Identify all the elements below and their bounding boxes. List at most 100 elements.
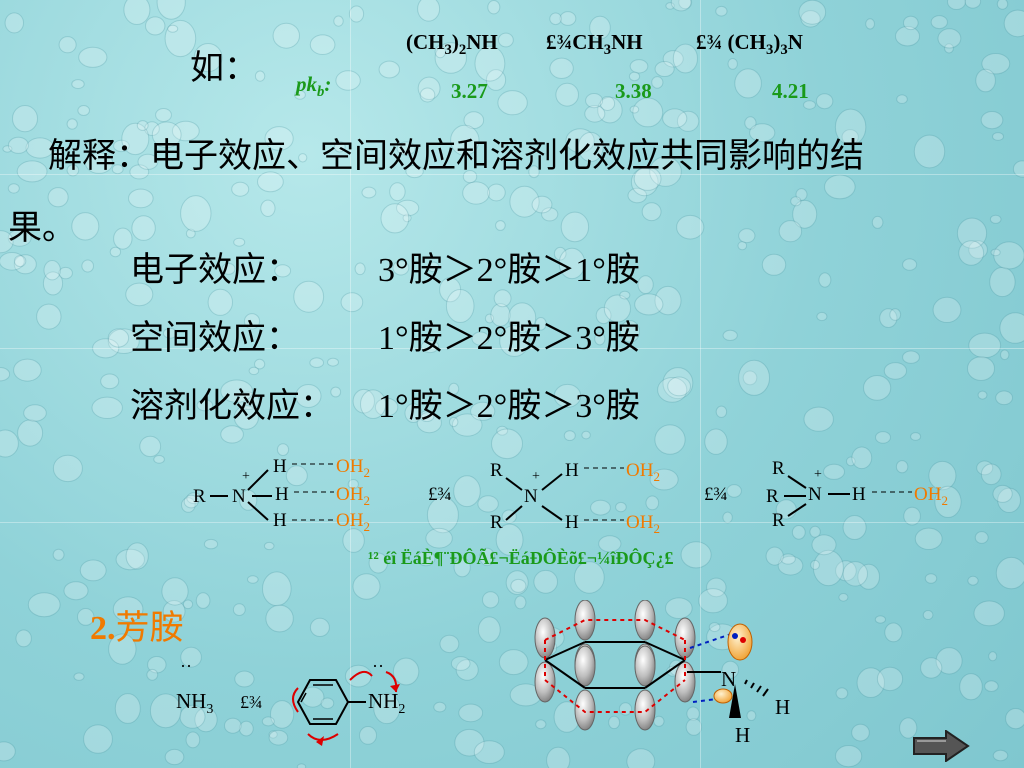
water-drop [453,557,471,578]
pkb-value: 4.21 [772,79,809,103]
water-drop [232,603,246,616]
svg-text:N: N [232,486,246,507]
water-drop [164,748,185,766]
water-drop [7,229,32,247]
water-drop [715,405,728,418]
water-drop [598,535,622,553]
water-drop [800,10,821,28]
water-drop [144,121,160,137]
water-drop [296,763,307,768]
water-drop [268,729,289,746]
water-drop [13,254,37,275]
water-drop [12,105,38,133]
section-heading: 2.芳胺 [90,608,184,648]
water-drop [992,749,1009,762]
orbital-h-label: H [735,723,750,747]
water-drop [52,548,65,561]
water-drop [298,153,308,163]
water-drop [392,657,420,686]
water-drop [667,376,691,397]
water-drop [851,446,873,470]
water-drop [672,43,699,74]
svg-text:R: R [772,510,785,531]
water-drop [989,266,1016,298]
water-drop [113,227,133,250]
water-drop [179,704,206,729]
water-drop [378,60,400,79]
water-drop [342,528,365,553]
water-drop [425,527,453,549]
svg-text:+: + [532,469,540,484]
tile-seam [0,522,1024,523]
water-drop [495,523,524,556]
effect-order-electronic: 3°胺＞2°胺＞1°胺 [378,252,640,289]
water-drop [4,12,24,34]
water-drop [531,195,553,214]
water-drop [449,416,459,428]
water-drop [330,386,342,398]
water-drop [27,592,61,618]
water-drop [195,592,211,609]
water-drop [182,599,194,610]
water-drop [207,288,234,316]
water-drop [156,0,186,20]
water-drop [560,211,590,243]
water-drop [263,541,275,551]
water-drop [92,338,120,359]
secondary-ammonium-solvation: R R + N H H OH2 OH2 [490,460,660,536]
svg-text:H: H [852,484,866,505]
water-drop [715,5,728,17]
water-drop [835,560,857,582]
water-drop [453,475,481,508]
p-orbital-lobe [574,645,596,687]
water-drop [257,171,284,193]
water-drop [973,600,1005,627]
svg-text:NH2: NH2 [368,689,405,717]
water-drop [902,350,920,364]
water-drop [876,666,904,692]
water-drop [268,730,278,739]
water-drop [498,649,529,676]
water-drop [374,397,399,417]
water-drop [58,36,77,54]
water-drop [812,549,844,587]
water-drop [243,313,261,330]
water-drop [835,745,863,768]
water-drop [795,188,808,201]
water-drop [842,515,867,540]
water-drop [473,740,505,764]
greater-than-symbol: £¾ [428,484,452,505]
water-drop [505,570,529,595]
water-drop [125,542,149,570]
water-drop [742,370,758,386]
effect-order-solvation: 1°胺＞2°胺＞3°胺 [378,388,640,425]
water-drop [348,5,365,23]
effect-label-solvation: 溶剂化效应： [130,386,334,426]
water-drop [993,241,1024,270]
water-drop [780,553,796,565]
next-arrow-icon[interactable] [912,730,970,762]
water-drop [657,377,688,403]
water-drop [450,124,480,156]
water-drop [417,76,441,101]
water-drop [0,252,25,271]
water-drop [649,156,682,187]
water-drop [680,541,712,569]
water-drop [555,82,580,107]
water-drop [171,120,200,142]
water-drop [823,463,845,480]
water-drop [180,195,212,232]
water-drop [990,248,1001,257]
water-drop [107,328,140,355]
water-drop [434,45,446,59]
water-drop [721,660,740,679]
water-drop [956,217,988,249]
water-drop [632,97,664,128]
water-drop [420,339,440,354]
water-drop [895,460,909,474]
water-drop [73,672,85,681]
water-drop [559,11,577,26]
water-drop [112,596,144,623]
svg-text:+: + [242,469,250,484]
